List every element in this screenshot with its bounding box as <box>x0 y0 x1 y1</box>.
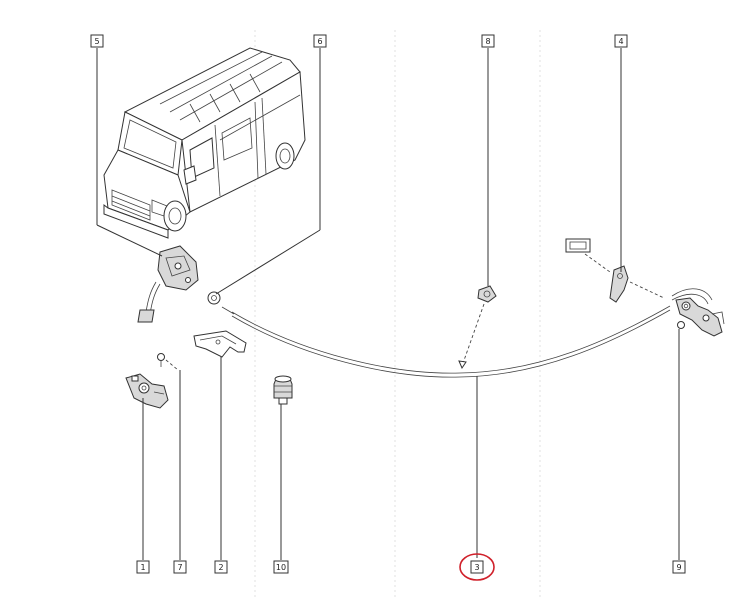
cable-clip <box>458 285 497 370</box>
svg-text:9: 9 <box>676 563 681 572</box>
callout-3[interactable]: 3 <box>470 560 484 574</box>
svg-text:4: 4 <box>618 37 623 46</box>
bonnet-lock-assembly <box>137 245 199 323</box>
highlight-circle <box>459 553 495 581</box>
screw-part <box>157 353 179 371</box>
callout-10[interactable]: 10 <box>273 560 289 574</box>
svg-text:7: 7 <box>177 563 182 572</box>
svg-text:5: 5 <box>94 37 99 46</box>
callout-5[interactable]: 5 <box>90 34 104 48</box>
svg-text:6: 6 <box>317 37 322 46</box>
bracket-plate <box>193 330 247 358</box>
release-cable <box>221 305 671 378</box>
lower-latch <box>125 373 169 409</box>
lever-assembly <box>671 288 725 337</box>
svg-text:2: 2 <box>218 563 223 572</box>
callout-1[interactable]: 1 <box>136 560 150 574</box>
callout-2[interactable]: 2 <box>214 560 228 574</box>
van-illustration <box>103 47 306 239</box>
callout-8[interactable]: 8 <box>481 34 495 48</box>
leader-lines <box>96 48 680 560</box>
callout-7[interactable]: 7 <box>173 560 187 574</box>
svg-text:10: 10 <box>276 563 286 572</box>
callout-4[interactable]: 4 <box>614 34 628 48</box>
svg-text:1: 1 <box>140 563 145 572</box>
plug-part <box>273 375 293 405</box>
callout-6[interactable]: 6 <box>313 34 327 48</box>
svg-text:8: 8 <box>485 37 490 46</box>
callout-9[interactable]: 9 <box>672 560 686 574</box>
release-handle <box>565 238 665 303</box>
svg-text:3: 3 <box>474 563 479 572</box>
washer-part <box>207 291 221 305</box>
